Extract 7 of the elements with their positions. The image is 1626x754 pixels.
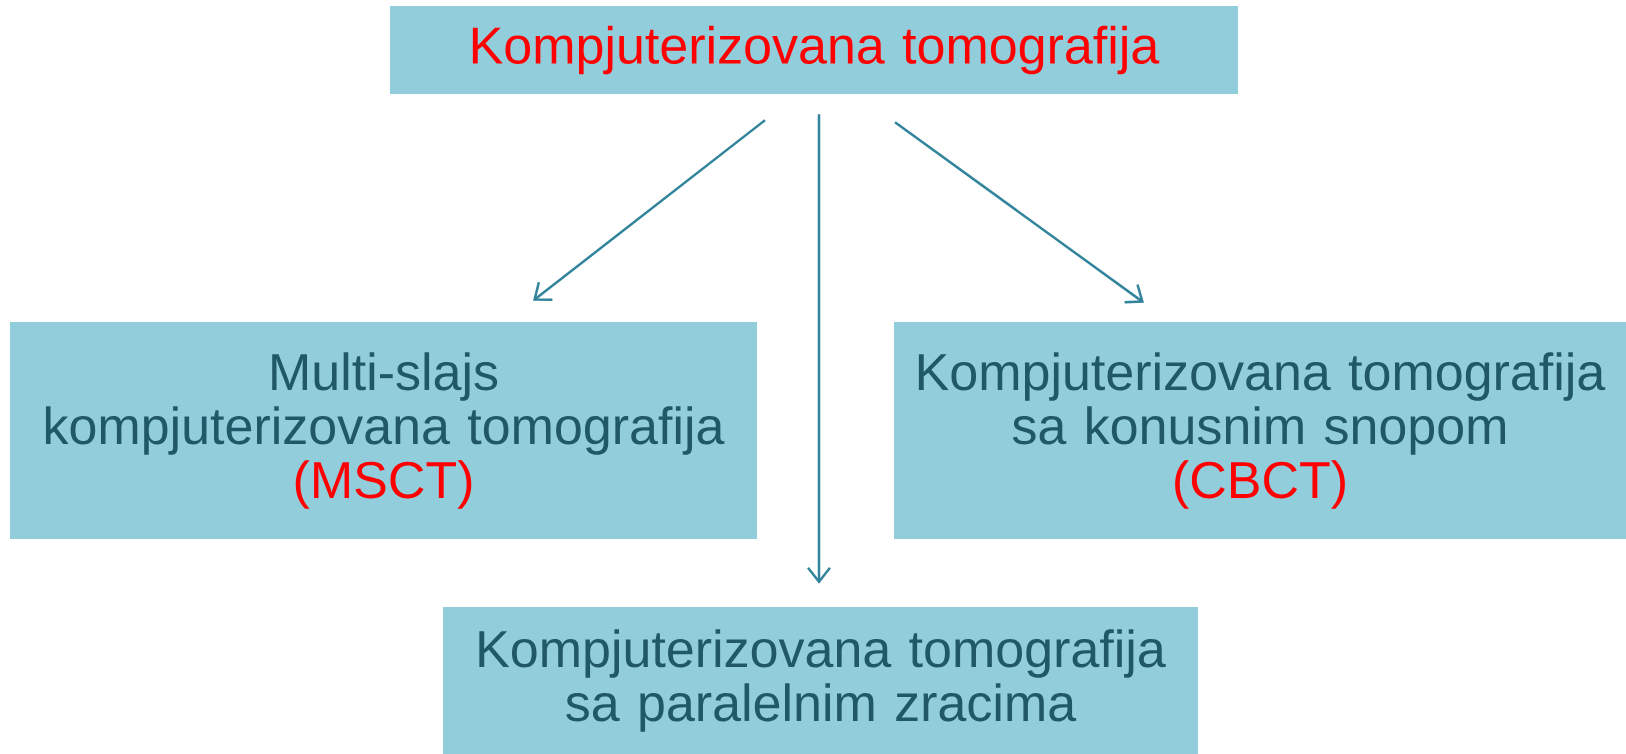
- text-box: Kompjuterizovana tomografija sa konusnim snopom (CBCT): [894, 322, 1626, 539]
- arrow: [533, 119, 766, 301]
- text-box: Kompjuterizovana tomografija: [390, 6, 1238, 94]
- arrow: [807, 114, 831, 584]
- arrow: [894, 121, 1144, 304]
- text-box: Multi-slajs kompjuterizovana tomografija (MSCT): [10, 322, 757, 539]
- text-box: Kompjuterizovana tomografija sa paralelnim zracima: [443, 607, 1198, 754]
